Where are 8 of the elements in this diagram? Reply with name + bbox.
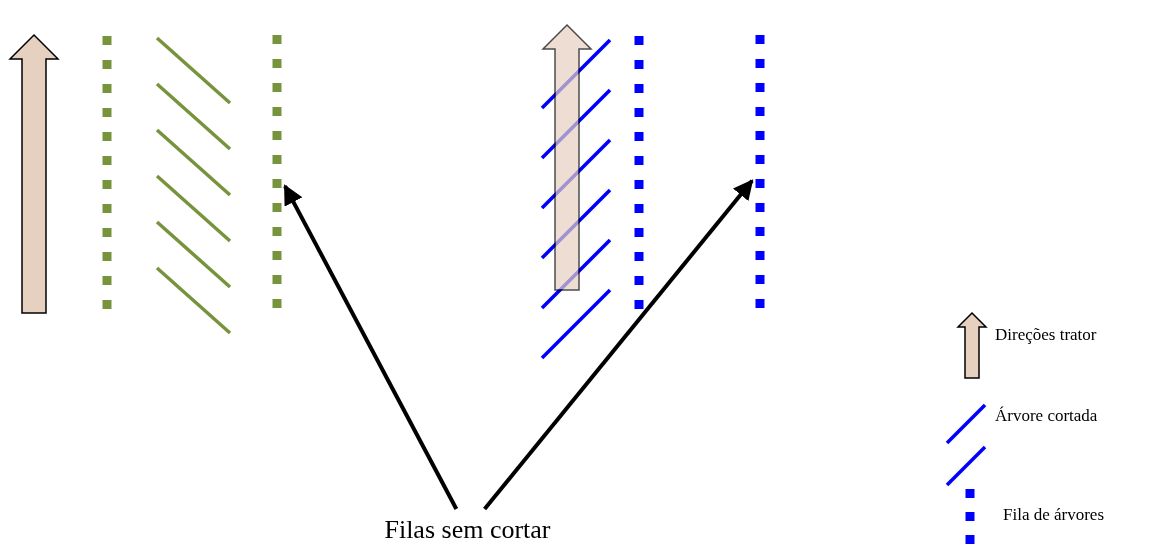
leader-arrow xyxy=(283,184,459,510)
tree-row xyxy=(754,34,766,308)
legend-label: Direções trator xyxy=(995,325,1097,345)
legend-label: Fila de árvores xyxy=(1003,505,1105,525)
row-label: Filas sem cortar xyxy=(384,515,551,544)
legend-label: Árvore cortada xyxy=(995,406,1098,426)
leader-arrow xyxy=(483,179,754,511)
tree-row xyxy=(271,34,283,308)
